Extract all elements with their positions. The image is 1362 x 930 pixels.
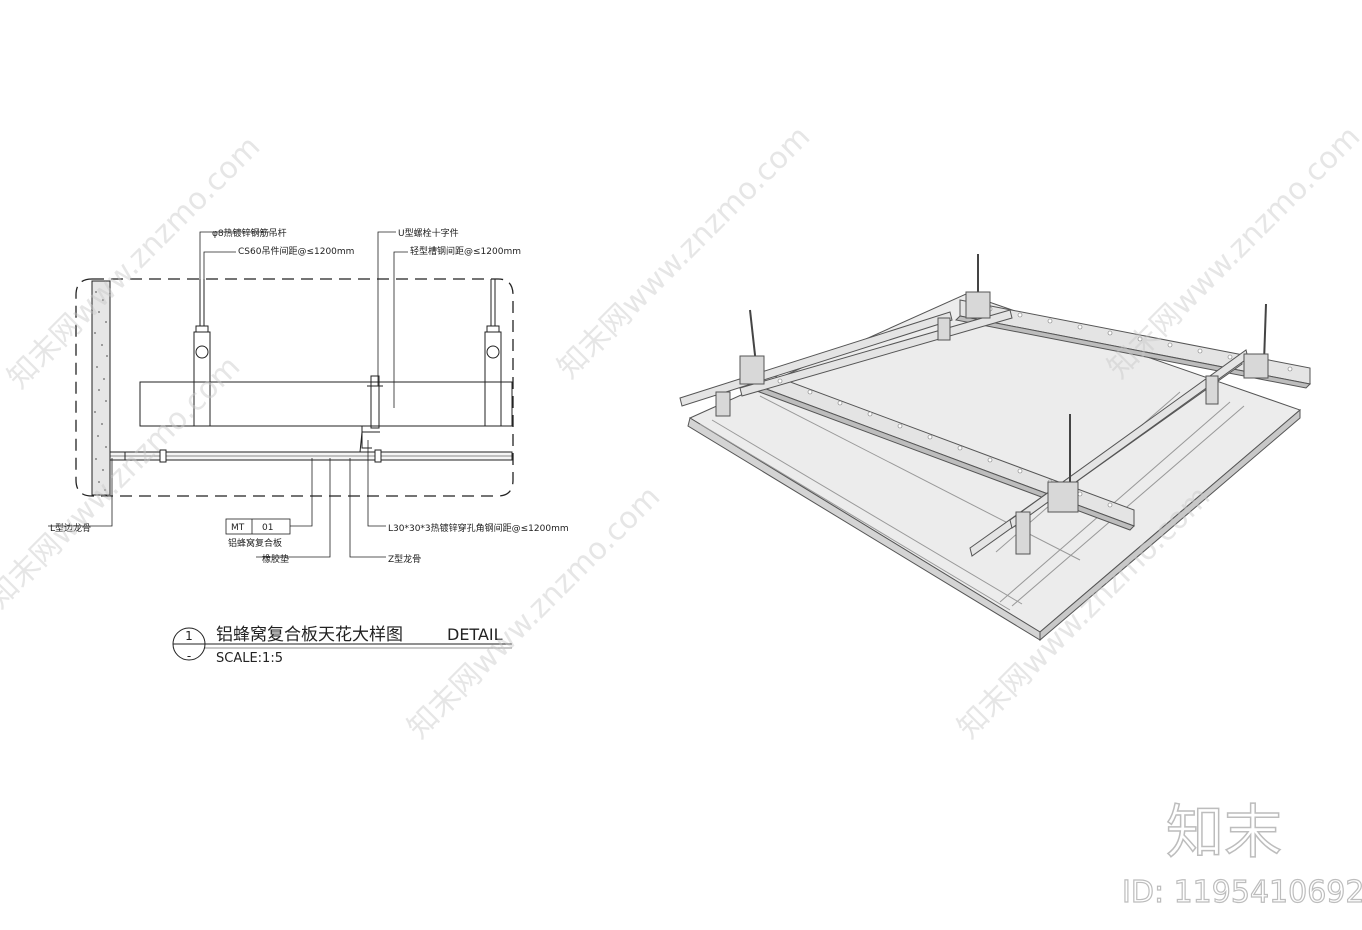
title-scale: SCALE:1:5 <box>216 651 283 666</box>
tag-number: 01 <box>262 523 273 533</box>
label-z-keel: Z型龙骨 <box>388 553 421 565</box>
l-edge-keel <box>110 451 126 460</box>
label-channel: 轻型槽钢间距@≤1200mm <box>410 245 521 257</box>
image-id: ID: 1195410692 <box>1122 875 1362 910</box>
label-rubber: 橡胶垫 <box>262 553 289 565</box>
u-bolt <box>370 375 380 429</box>
label-l-edge: L型边龙骨 <box>50 522 91 534</box>
concrete-hatch <box>94 291 108 491</box>
tag-code: MT <box>231 523 245 533</box>
label-u-bolt: U型螺栓十字件 <box>398 227 459 239</box>
label-cs60: CS60吊件间距@≤1200mm <box>238 245 354 257</box>
svg-text:知末网www.znzmo.com: 知末网www.znzmo.com <box>0 349 247 615</box>
svg-text:知末网www.znzmo.com: 知末网www.znzmo.com <box>1101 119 1362 385</box>
label-group: φ8热镀锌钢筋吊杆 CS60吊件间距@≤1200mm U型螺栓十字件 轻型槽钢间… <box>50 227 569 565</box>
section-detail <box>48 231 514 558</box>
svg-text:-: - <box>187 649 191 663</box>
channel-steel <box>139 381 513 427</box>
leaders <box>48 231 408 558</box>
z-keel <box>340 431 380 453</box>
svg-text:知末网www.znzmo.com: 知末网www.znzmo.com <box>401 479 667 745</box>
label-panel: 铝蜂窝复合板 <box>228 537 282 549</box>
material-tag <box>225 518 291 535</box>
label-angle: L30*30*3热镀锌穿孔角钢间距@≤1200mm <box>388 522 569 534</box>
title-block: 1 - 铝蜂窝复合板天花大样图 DETAIL SCALE:1:5 <box>172 625 512 666</box>
title-text: 铝蜂窝复合板天花大样图 <box>216 625 403 645</box>
concrete-wall <box>91 280 111 496</box>
brand-logo: 知末 <box>1166 798 1282 866</box>
angle-steel <box>361 426 372 449</box>
label-rod: φ8热镀锌钢筋吊杆 <box>212 227 287 239</box>
title-number: 1 <box>185 629 193 643</box>
title-detail: DETAIL <box>447 625 503 644</box>
hanger-clips-3d <box>715 291 1269 555</box>
svg-text:知末网www.znzmo.com: 知末网www.znzmo.com <box>551 119 817 385</box>
detail-boundary <box>75 278 514 497</box>
isometric-illustration <box>679 254 1312 642</box>
